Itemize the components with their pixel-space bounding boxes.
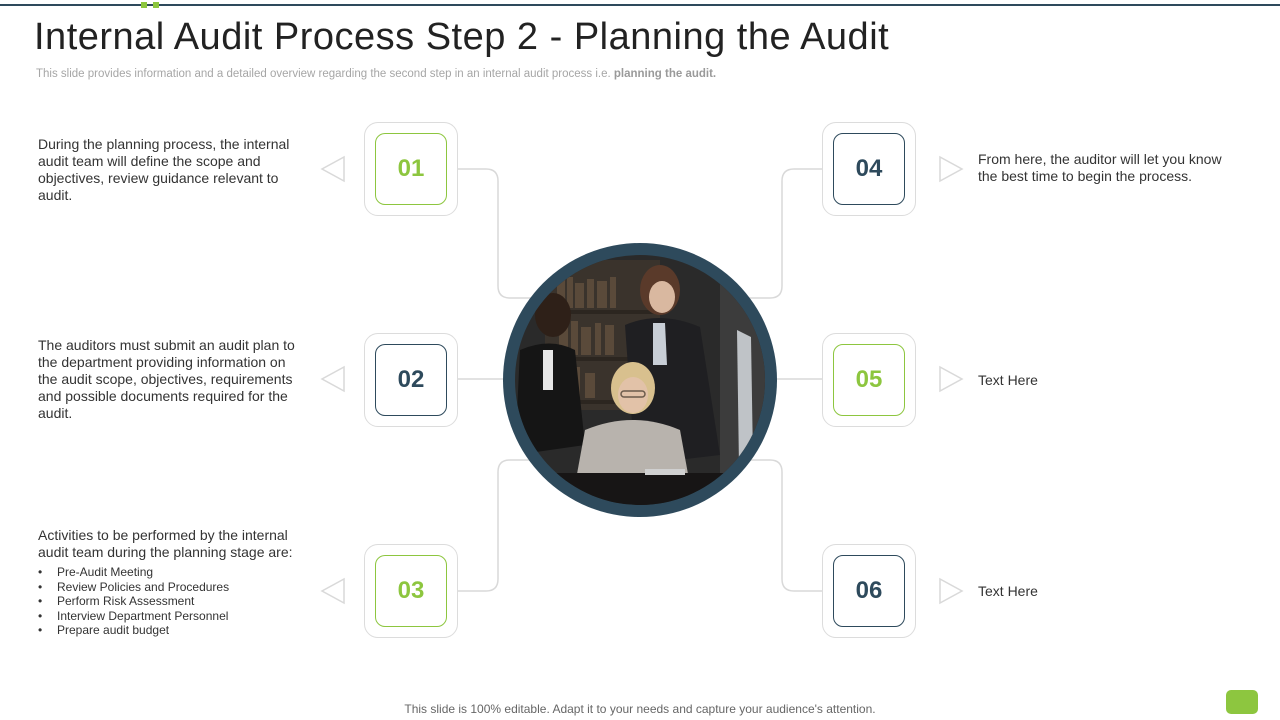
step-number-02: 02 [375,344,447,416]
subtitle-bold-text: planning the audit. [613,68,717,80]
bullet-item: Pre-Audit Meeting [38,565,296,580]
arrow-left-icon [320,577,345,605]
arrow-left-icon [320,365,345,393]
step-number-01: 01 [375,133,447,205]
step-05-description: Text Here [978,372,1038,388]
bullet-item: Prepare audit budget [38,623,296,638]
connector-03 [458,459,560,592]
step-04-description: From here, the auditor will let you know… [978,151,1222,184]
bullet-item: Interview Department Personnel [38,609,296,624]
step-number-03: 03 [375,555,447,627]
central-photo-ring [503,243,777,517]
step-number-04: 04 [833,133,905,205]
step-02-description: The auditors must submit an audit plan t… [38,337,295,421]
bullet-item: Review Policies and Procedures [38,580,296,595]
subtitle-text: This slide provides information and a de… [36,68,614,80]
connector-01 [458,168,560,299]
step-box-04: 04 [822,122,916,216]
arrow-right-icon [939,577,964,605]
step-box-05: 05 [822,333,916,427]
top-accent-square [153,2,159,8]
step-03-description: Activities to be performed by the intern… [38,527,296,638]
step-number-05: 05 [833,344,905,416]
step-06-description: Text Here [978,583,1038,599]
slide-title: Internal Audit Process Step 2 - Planning… [34,16,890,58]
connector-06 [718,459,822,592]
corner-badge[interactable] [1226,690,1258,714]
bullet-item: Perform Risk Assessment [38,594,296,609]
step-box-02: 02 [364,333,458,427]
step-box-03: 03 [364,544,458,638]
arrow-left-icon [320,155,345,183]
team-photo [515,255,765,505]
connector-04 [718,168,822,299]
arrow-right-icon [939,365,964,393]
slide-footer: This slide is 100% editable. Adapt it to… [404,702,876,716]
team-photo-illustration [515,255,765,505]
arrow-right-icon [939,155,964,183]
top-accent-square [141,2,147,8]
step-03-text: Activities to be performed by the intern… [38,527,293,560]
step-01-description: During the planning process, the interna… [38,136,290,203]
step-box-06: 06 [822,544,916,638]
step-box-01: 01 [364,122,458,216]
slide-subtitle: This slide provides information and a de… [36,68,716,80]
step-03-bullet-list: Pre-Audit Meeting Review Policies and Pr… [38,565,296,638]
top-rule [0,4,1280,6]
step-number-06: 06 [833,555,905,627]
